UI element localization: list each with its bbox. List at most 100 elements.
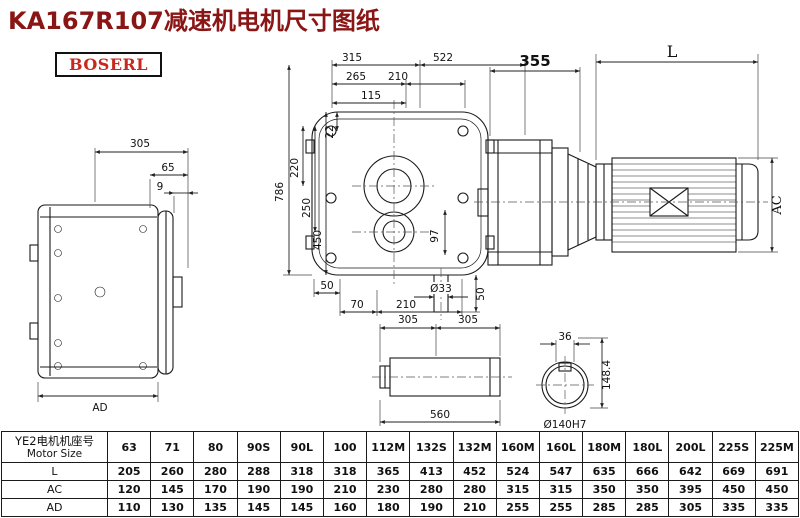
size-column-header: 90L	[279, 431, 324, 463]
dimension-value-cell: 135	[193, 498, 238, 517]
shaft-dimensions: 305 305 560	[380, 314, 500, 424]
dim-786-label: 786	[274, 182, 286, 202]
front-view	[305, 111, 495, 313]
dimension-value-cell: 395	[668, 480, 713, 499]
dim-65-label: 65	[161, 162, 174, 174]
motor-extension-lines	[489, 54, 778, 253]
dim-305-side-label: 305	[130, 138, 150, 150]
dimension-drawing: 305 65 9 AD	[29, 42, 785, 431]
left-view-bolt-holes	[54, 225, 147, 370]
dimension-value-cell: 170	[193, 480, 238, 499]
dimension-value-cell: 110	[106, 498, 152, 517]
dimension-value-cell: 190	[279, 480, 324, 499]
size-column-header: 160L	[538, 431, 584, 463]
dimension-value-cell: 452	[452, 462, 497, 481]
dimension-value-cell: 120	[106, 480, 152, 499]
motor-size-header-en: Motor Size	[26, 447, 83, 460]
dimension-value-cell: 318	[322, 462, 368, 481]
dimension-value-cell: 666	[625, 462, 670, 481]
dim-265-label: 265	[346, 71, 366, 83]
dim-315-label: 315	[342, 52, 362, 64]
dimension-value-cell: 335	[711, 498, 756, 517]
dimension-value-cell: 642	[668, 462, 713, 481]
size-column-header: 71	[150, 431, 195, 463]
dim-AC-label: AC	[770, 195, 785, 215]
left-view-extension-lines	[37, 148, 189, 402]
dim-97-label: 97	[429, 229, 441, 242]
page-title: KA167R107减速机电机尺寸图纸	[8, 7, 380, 35]
dimension-value-cell: 180	[366, 498, 411, 517]
dim-9-label: 9	[157, 181, 164, 193]
logo-text: BOSERL	[69, 55, 149, 74]
dimension-value-cell: 210	[452, 498, 497, 517]
motor-dimensions: 355 L AC	[490, 42, 785, 252]
dimension-value-cell: 280	[193, 462, 238, 481]
dim-50-shaft-label: 50	[475, 287, 487, 300]
dim-22-label: 22	[324, 125, 336, 138]
dimension-value-cell: 350	[625, 480, 670, 499]
dim-115-label: 115	[361, 90, 381, 102]
dim-210-top-label: 210	[388, 71, 408, 83]
size-column-header: 90S	[236, 431, 281, 463]
dimension-value-cell: 280	[409, 480, 454, 499]
dimension-value-cell: 691	[754, 462, 800, 481]
dimension-value-cell: 524	[495, 462, 540, 481]
dim-450-label: 450	[312, 230, 324, 250]
dim-355-label: 355	[519, 52, 550, 70]
boserl-logo: BOSERL	[55, 52, 163, 77]
dim-70-label: 70	[350, 299, 363, 311]
dimension-value-cell: 669	[711, 462, 756, 481]
dimension-value-cell: 210	[322, 480, 368, 499]
motor-side-view	[477, 139, 759, 266]
dimension-value-cell: 230	[366, 480, 411, 499]
dimension-value-cell: 260	[150, 462, 195, 481]
left-view-dimensions: 305 65 9 AD	[37, 138, 198, 414]
size-column-header: 112M	[366, 431, 411, 463]
dim-AD-label: AD	[92, 402, 107, 414]
dimension-row-label: AD	[1, 498, 108, 517]
dimension-value-cell: 205	[106, 462, 152, 481]
dimension-row-label: AC	[1, 480, 108, 499]
size-column-header: 132S	[409, 431, 454, 463]
dimension-row-label: L	[1, 462, 108, 481]
dim-phi140-label: Ø140H7	[544, 419, 587, 431]
dimension-value-cell: 190	[236, 480, 281, 499]
dimension-value-cell: 315	[495, 480, 540, 499]
dimension-value-cell: 130	[150, 498, 195, 517]
dimension-value-cell: 280	[452, 480, 497, 499]
dimension-value-cell: 285	[625, 498, 670, 517]
dimension-value-cell: 365	[366, 462, 411, 481]
dim-phi33-label: Ø33	[430, 283, 452, 295]
dimension-value-cell: 315	[538, 480, 584, 499]
dimension-value-cell: 413	[409, 462, 454, 481]
dim-148-label: 148.4	[601, 360, 613, 390]
dimension-value-cell: 160	[322, 498, 368, 517]
dimension-value-cell: 255	[538, 498, 584, 517]
dimension-value-cell: 335	[754, 498, 800, 517]
dimension-value-cell: 145	[236, 498, 281, 517]
dim-560-label: 560	[430, 409, 450, 421]
front-view-dimensions: 315 522 265 210 115 22 220 250 450 786 9…	[274, 52, 525, 314]
dim-250-label: 250	[301, 198, 313, 218]
dimension-value-cell: 547	[538, 462, 584, 481]
dimension-value-cell: 635	[582, 462, 627, 481]
dim-220-label: 220	[289, 158, 301, 178]
front-view-centerlines	[352, 100, 442, 320]
size-column-header: 200L	[668, 431, 713, 463]
dim-305a-label: 305	[398, 314, 418, 326]
bore-centerlines	[536, 356, 594, 414]
size-column-header: 180L	[625, 431, 670, 463]
left-side-view	[29, 204, 183, 379]
motor-size-header-cn: YE2电机机座号	[14, 433, 95, 448]
dimension-value-cell: 145	[150, 480, 195, 499]
dimension-value-cell: 450	[754, 480, 800, 499]
dim-210-bottom-label: 210	[396, 299, 416, 311]
size-column-header: 132M	[452, 431, 497, 463]
dimension-value-cell: 450	[711, 480, 756, 499]
dimension-value-cell: 190	[409, 498, 454, 517]
dim-36-label: 36	[558, 331, 572, 343]
